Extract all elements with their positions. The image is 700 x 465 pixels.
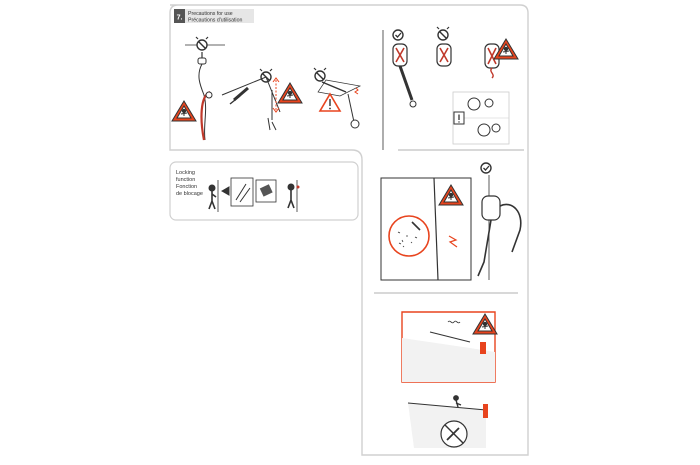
figure-edge-warning — [313, 67, 362, 129]
exclamation-square-icon — [453, 111, 465, 125]
figure-device-positions — [382, 26, 519, 150]
gear-detail — [467, 97, 481, 111]
rope-upper — [198, 63, 207, 141]
locking-function-panel: Locking function Fonction de blocage — [169, 161, 359, 221]
figure-angled-lanyard — [221, 68, 303, 131]
check-circle-icon — [392, 29, 404, 41]
locking-label-en-2: function — [176, 177, 195, 183]
rock-face — [433, 177, 439, 281]
anchor-lines — [221, 76, 281, 113]
forbidden-circle-icon — [436, 26, 450, 41]
debris-zoom-circle — [388, 215, 430, 257]
anchor-rope — [321, 81, 347, 93]
device-clip — [229, 95, 241, 105]
forbidden-circle-icon — [313, 67, 327, 82]
figure-sloped-roof — [407, 395, 488, 448]
device-position-1 — [392, 43, 417, 108]
carabiner — [205, 91, 213, 99]
figure-roof-edge — [401, 311, 498, 383]
section-header-band — [174, 9, 254, 23]
wind-lines — [447, 320, 461, 324]
edge-anchor — [480, 342, 486, 354]
locking-label-en-1: Locking — [176, 170, 195, 176]
impact-spark — [448, 235, 458, 248]
device-position-2 — [436, 43, 452, 67]
device-position-3 — [484, 43, 500, 79]
forbidden-circle-icon — [195, 36, 209, 51]
device-body — [197, 57, 207, 65]
danger-triangle-icon — [277, 82, 303, 104]
page-frame — [169, 4, 529, 456]
section-number-badge — [174, 9, 185, 23]
locking-label-fr-1: Fonction — [176, 184, 197, 190]
worker-arm — [499, 203, 522, 253]
edge-post — [483, 404, 488, 418]
device-on-rope — [481, 195, 501, 221]
arrow-right-icon — [220, 186, 230, 196]
worker-head-2 — [287, 183, 295, 191]
section-title-fr: Précautions d'utilisation — [188, 18, 242, 24]
worker-head — [208, 184, 216, 192]
forbidden-circle-icon — [259, 68, 273, 83]
device-detail-box — [230, 177, 254, 207]
worker-head — [453, 395, 459, 401]
danger-triangle-icon — [171, 100, 197, 122]
figure-hanging-lanyard — [171, 36, 225, 141]
section-title-en: Precautions for use — [188, 11, 233, 17]
locking-label-fr-2: de blocage — [176, 191, 203, 197]
exclamation-triangle-icon — [318, 92, 342, 112]
check-circle-icon — [480, 162, 492, 174]
device-angled — [233, 86, 249, 102]
worker-leg — [477, 219, 492, 277]
roof-line — [429, 331, 471, 343]
fall-distance-arrows — [272, 77, 280, 113]
figure-caution-inset — [452, 91, 510, 145]
wall-surface — [402, 338, 495, 382]
section-number: 7. — [177, 15, 183, 22]
climber-figure — [350, 119, 360, 129]
figure-rock-debris — [380, 162, 522, 281]
locking-illustration — [208, 177, 300, 212]
section-header: 7. Precautions for use Précautions d'uti… — [174, 9, 254, 24]
danger-spark — [354, 87, 359, 95]
climber-legs — [267, 117, 277, 131]
rope-down — [347, 93, 355, 123]
edge-plane — [317, 79, 362, 97]
